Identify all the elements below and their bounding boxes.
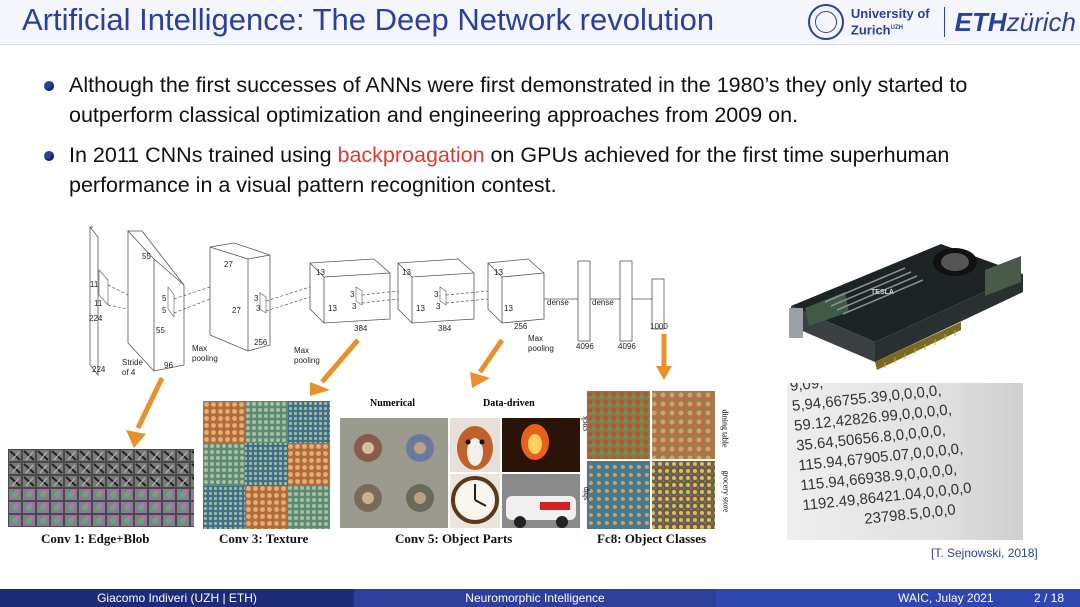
footer-right: WAIC, Julay 2021 2 / 18	[716, 589, 1080, 607]
pool3-label: Max	[528, 334, 543, 343]
kernel-label: 11	[94, 299, 103, 308]
conv1-label: 55	[156, 326, 165, 335]
conv5-label: 256	[514, 322, 528, 331]
pool1-label: pooling	[192, 354, 218, 363]
output-size: 1000	[650, 322, 668, 331]
conv2-label: 27	[224, 260, 233, 269]
class-label: cock	[580, 415, 590, 432]
footer-date: WAIC, Julay 2021	[898, 591, 994, 605]
stride-label: Stride	[122, 358, 143, 367]
uzh-seal-icon	[807, 4, 844, 40]
input-label: 224	[92, 365, 106, 374]
logo-group: University of ZurichUZH ETHzürich	[807, 3, 1076, 41]
input-label: 224	[89, 314, 103, 323]
bullet-icon	[44, 151, 54, 161]
arrows-layer	[120, 330, 690, 450]
arrow-icon	[656, 334, 672, 380]
dense1-label: dense	[547, 298, 569, 307]
numerical-label: Numerical	[370, 398, 415, 409]
eth-logo: ETHzürich	[954, 6, 1076, 37]
pool1-label: Max	[192, 344, 207, 353]
conv4-label: 13	[402, 268, 411, 277]
conv4-label: 13	[416, 304, 425, 313]
bullet-text-post: on GPUs achieved for the first time supe…	[69, 143, 950, 197]
caption-conv1: Conv 1: Edge+Blob	[41, 531, 150, 546]
conv3-texture-image	[203, 401, 330, 529]
bullet-item: Although the first successes of ANNs wer…	[42, 70, 1062, 130]
gpu-brand-label: TESLA	[871, 289, 894, 296]
conv4-label: 3	[434, 290, 439, 299]
conv1-filters-image	[8, 449, 194, 527]
bullet-icon	[44, 81, 54, 91]
slide-title: Artificial Intelligence: The Deep Networ…	[22, 2, 715, 37]
conv5-label: 13	[504, 304, 513, 313]
conv4-label: 3	[436, 302, 441, 311]
conv2-label: 3	[254, 294, 259, 303]
data-driven-label: Data-driven	[483, 398, 535, 409]
conv4-label: 384	[438, 324, 452, 333]
conv2-label: 3	[256, 304, 261, 313]
class-label: ship	[581, 486, 591, 501]
stride-label: of 4	[122, 368, 136, 377]
footer-talk-title: Neuromorphic Intelligence	[354, 589, 716, 607]
class-label: grocery store	[721, 470, 731, 513]
feature-captions: Conv 1: Edge+Blob Conv 3: Texture Conv 5…	[0, 531, 760, 551]
footer-author: Giacomo Indiveri (UZH | ETH)	[0, 589, 354, 607]
caption-conv5: Conv 5: Object Parts	[395, 531, 513, 546]
caption-fc8: Fc8: Object Classes	[597, 531, 707, 546]
conv3-label: 3	[352, 302, 357, 311]
numbers-photo: 9,09, 5,94,66755.39,0,0,0,0, 59.12,42826…	[787, 383, 1023, 540]
bullet-item: In 2011 CNNs trained using backproagatio…	[42, 140, 1062, 200]
bullet-text-pre: In 2011 CNNs trained using	[69, 143, 338, 167]
conv1-label: 5	[162, 306, 167, 315]
class-label: dining table	[720, 409, 730, 448]
conv3-label: 384	[354, 324, 368, 333]
arrow-icon	[470, 338, 505, 388]
footer-bar: Giacomo Indiveri (UZH | ETH) Neuromorphi…	[0, 589, 1080, 607]
conv2-label: 256	[254, 338, 268, 347]
dense2-label: dense	[592, 298, 614, 307]
pool3-label: pooling	[528, 344, 554, 353]
pool2-label: Max	[294, 346, 309, 355]
title-bar: Artificial Intelligence: The Deep Networ…	[0, 0, 1080, 45]
citation: [T. Sejnowski, 2018]	[931, 546, 1038, 560]
conv5-object-parts-image: Numerical Data-driven	[340, 396, 580, 531]
highlight-backpropagation: backproagation	[337, 143, 485, 167]
numbers-text: 9,09, 5,94,66755.39,0,0,0,0, 59.12,42826…	[789, 383, 973, 528]
footer-page-number: 2 / 18	[1034, 591, 1065, 605]
arrow-icon	[310, 338, 360, 396]
logo-divider	[943, 7, 945, 37]
conv1-label: 5	[162, 294, 167, 303]
dense1-size: 4096	[576, 342, 594, 351]
conv3-label: 3	[350, 290, 355, 299]
conv1-label: 55	[142, 252, 151, 261]
conv1-label: 96	[164, 361, 173, 370]
conv5-label: 13	[494, 268, 503, 277]
fc8-object-classes-image: cock dining table ship grocery store	[580, 391, 737, 529]
uzh-logo-text: University of ZurichUZH	[850, 6, 930, 38]
conv3-label: 13	[328, 304, 337, 313]
conv2-label: 27	[232, 306, 241, 315]
bullet-list: Although the first successes of ANNs wer…	[42, 70, 1062, 210]
bullet-text: Although the first successes of ANNs wer…	[69, 73, 968, 127]
dense2-size: 4096	[618, 342, 636, 351]
kernel-label: 11	[90, 280, 99, 289]
conv3-label: 13	[316, 268, 325, 277]
cnn-architecture-diagram: 224 224 11 11 Stride of 4 55 55 5 5 96 2…	[84, 225, 684, 395]
gpu-card-image: TESLA	[785, 222, 1025, 372]
pool2-label: pooling	[294, 356, 320, 365]
arrow-icon	[126, 376, 165, 448]
caption-conv3: Conv 3: Texture	[219, 531, 309, 546]
